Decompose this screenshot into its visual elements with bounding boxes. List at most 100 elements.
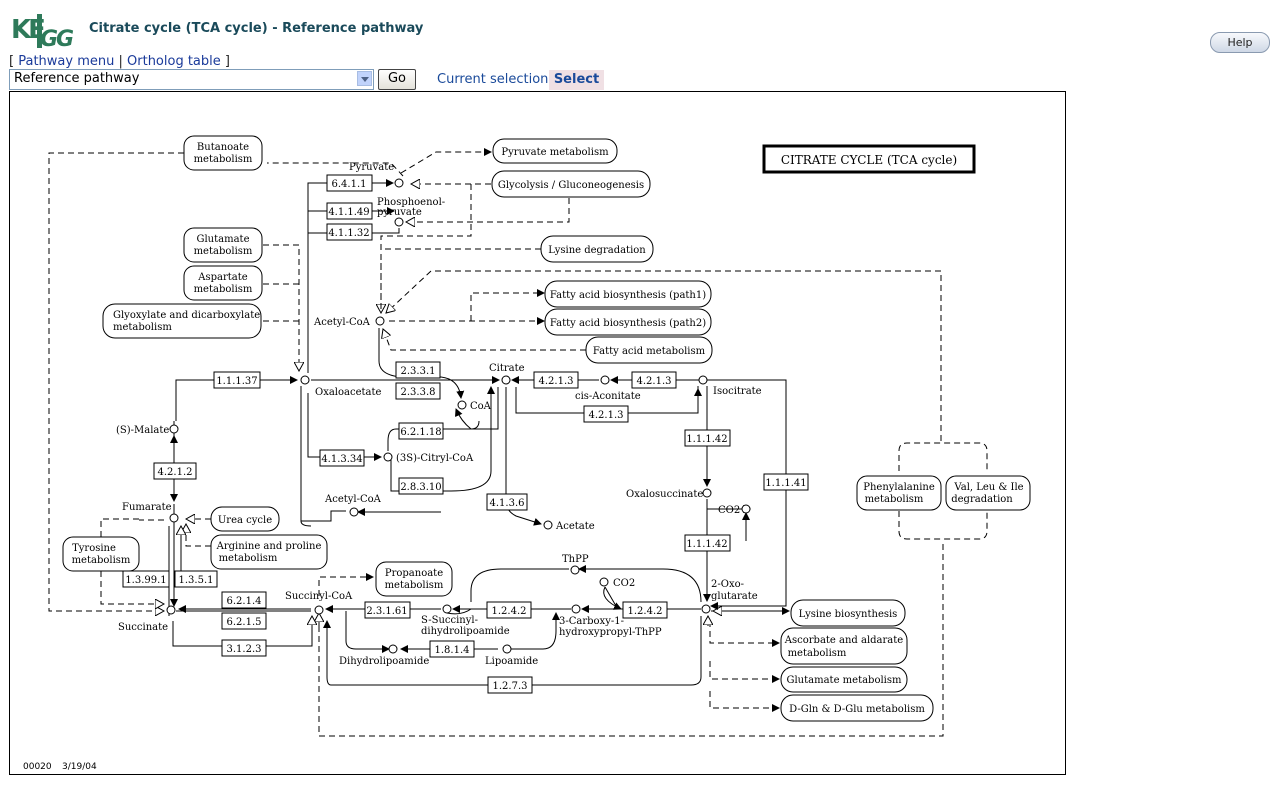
node-fumarate[interactable] (169, 513, 179, 523)
enzyme-label: 1.8.1.4 (435, 645, 470, 656)
enzyme-label: 2.8.3.10 (400, 482, 441, 493)
pathway-tyrosine[interactable] (62, 536, 140, 572)
node-citryl-coa[interactable] (383, 452, 393, 462)
node-coa[interactable] (457, 400, 467, 410)
enzyme-1.1.1.42-b[interactable] (684, 534, 731, 552)
pathway-glyoxylate[interactable] (102, 303, 262, 339)
help-button[interactable]: Help (1210, 32, 1270, 53)
enzyme-1.1.1.37[interactable] (213, 371, 261, 389)
node-oxalosuccinate[interactable] (702, 488, 712, 498)
pathway-fatty-acid-metabolism[interactable] (585, 336, 713, 364)
pathway-label: metabolism (788, 648, 847, 659)
organism-select[interactable]: Reference pathway (9, 69, 374, 90)
enzyme-label: 6.2.1.18 (400, 427, 441, 438)
pathway-arginine-proline[interactable] (210, 534, 328, 570)
enzyme-4.2.1.3-b[interactable] (631, 371, 677, 389)
enzyme-6.2.1.18[interactable] (398, 422, 444, 440)
enzyme-2.3.1.61[interactable] (364, 601, 411, 619)
node-acetyl-coa-2[interactable] (349, 507, 359, 517)
enzyme-label: 1.1.1.37 (216, 376, 257, 387)
enzyme-2.3.3.8[interactable] (395, 382, 441, 400)
node-2-oxoglutarate[interactable] (701, 604, 711, 614)
enzyme-1.2.7.3[interactable] (487, 676, 533, 694)
pathway-fatty-acid-biosynthesis-2[interactable] (544, 308, 712, 336)
select-button[interactable]: Select (549, 70, 604, 90)
enzyme-4.1.3.6[interactable] (486, 493, 528, 511)
pathway-aspartate[interactable] (183, 265, 263, 301)
compound-label: Oxalosuccinate (626, 489, 703, 500)
nav-links: [ Pathway menu | Ortholog table ] (9, 54, 230, 69)
enzyme-6.2.1.4[interactable] (221, 591, 267, 609)
pathway-butanoate[interactable] (183, 135, 263, 171)
node-dihydrolipoamide[interactable] (388, 644, 398, 654)
pathway-lysine-biosynthesis[interactable] (790, 599, 906, 627)
node-succinate[interactable] (166, 605, 176, 615)
pathway-map: 6.4.1.1 4.1.1.49 4.1.1.32 1.1.1.37 2.3.3… (23, 135, 1031, 772)
node-isocitrate[interactable] (698, 375, 708, 385)
node-co2-a[interactable] (741, 504, 751, 514)
node-s-malate[interactable] (169, 424, 179, 434)
node-cis-aconitate[interactable] (600, 375, 610, 385)
pathway-d-gln-d-glu[interactable] (780, 694, 934, 722)
enzyme-2.3.3.1[interactable] (395, 361, 441, 379)
ortholog-table-link[interactable]: Ortholog table (127, 54, 221, 69)
node-pyruvate[interactable] (394, 178, 404, 188)
enzyme-2.8.3.10[interactable] (398, 477, 444, 495)
node-citrate[interactable] (501, 375, 511, 385)
enzyme-4.1.1.32[interactable] (326, 223, 373, 241)
node-succinyl-coa[interactable] (314, 605, 324, 615)
pathway-urea-cycle[interactable] (210, 506, 280, 532)
enzyme-6.2.1.5[interactable] (221, 612, 267, 630)
enzyme-label: 1.3.99.1 (125, 575, 166, 586)
pathway-glycolysis[interactable] (491, 170, 651, 198)
pathway-pyruvate[interactable] (492, 138, 618, 164)
go-button[interactable]: Go (378, 69, 416, 90)
node-phosphoenolpyruvate[interactable] (394, 217, 404, 227)
pathway-ascorbate[interactable] (780, 627, 908, 665)
enzyme-1.3.99.1[interactable] (122, 570, 170, 588)
enzyme-1.1.1.42-a[interactable] (684, 429, 731, 447)
enzyme-4.1.3.34[interactable] (319, 449, 365, 467)
enzyme-label: 2.3.3.1 (401, 366, 436, 377)
pathway-phenylalanine[interactable] (856, 475, 942, 511)
node-lipoamide[interactable] (502, 644, 512, 654)
enzyme-6.4.1.1[interactable] (326, 174, 373, 192)
enzyme-label: 4.1.3.6 (490, 498, 525, 509)
node-oxaloacetate[interactable] (300, 375, 310, 385)
enzyme-1.3.5.1[interactable] (174, 570, 218, 588)
enzyme-label: 3.1.2.3 (227, 644, 262, 655)
pathway-glutamate[interactable] (183, 227, 263, 263)
pathway-label: Glyoxylate and dicarboxylate (113, 310, 260, 321)
link-separator: | (118, 54, 123, 69)
chevron-down-icon[interactable] (357, 71, 372, 86)
node-acetyl-coa[interactable] (375, 316, 385, 326)
enzyme-4.2.1.3-a[interactable] (533, 371, 579, 389)
pathway-menu-link[interactable]: Pathway menu (18, 54, 115, 69)
enzyme-4.2.1.2[interactable] (153, 462, 197, 480)
pathway-label: metabolism (219, 553, 278, 564)
enzyme-3.1.2.3[interactable] (221, 639, 267, 657)
enzyme-1.8.1.4[interactable] (429, 640, 475, 658)
map-title-box (762, 144, 976, 174)
pathway-lysine-degradation[interactable] (540, 235, 654, 263)
current-selection-label: Current selection (437, 72, 549, 87)
enzyme-1.2.4.2-b[interactable] (622, 601, 668, 619)
pathway-fatty-acid-biosynthesis-1[interactable] (544, 280, 712, 308)
node-carboxy-hydroxypropyl-thpp[interactable] (571, 604, 581, 614)
pathway-propanoate[interactable] (375, 561, 453, 597)
enzyme-1.1.1.41[interactable] (763, 473, 809, 491)
pathway-glutamate-metabolism[interactable] (780, 666, 908, 693)
pathway-val-leu-ile[interactable] (945, 475, 1031, 511)
node-acetate[interactable] (543, 520, 553, 530)
compound-nodes (166, 178, 751, 654)
node-s-succinyl-dihydrolipoamide[interactable] (442, 604, 452, 614)
node-co2-b[interactable] (599, 577, 609, 587)
pathway-label: metabolism (194, 284, 253, 295)
enzyme-4.1.1.49[interactable] (326, 202, 373, 220)
enzyme-label: 4.2.1.2 (158, 467, 193, 478)
enzyme-1.2.4.2-a[interactable] (486, 601, 532, 619)
node-thpp[interactable] (570, 565, 580, 575)
pathway-label: degradation (951, 494, 1013, 505)
pathway-label: Glycolysis / Gluconeogenesis (498, 180, 644, 191)
enzyme-4.2.1.3-c[interactable] (583, 405, 629, 423)
